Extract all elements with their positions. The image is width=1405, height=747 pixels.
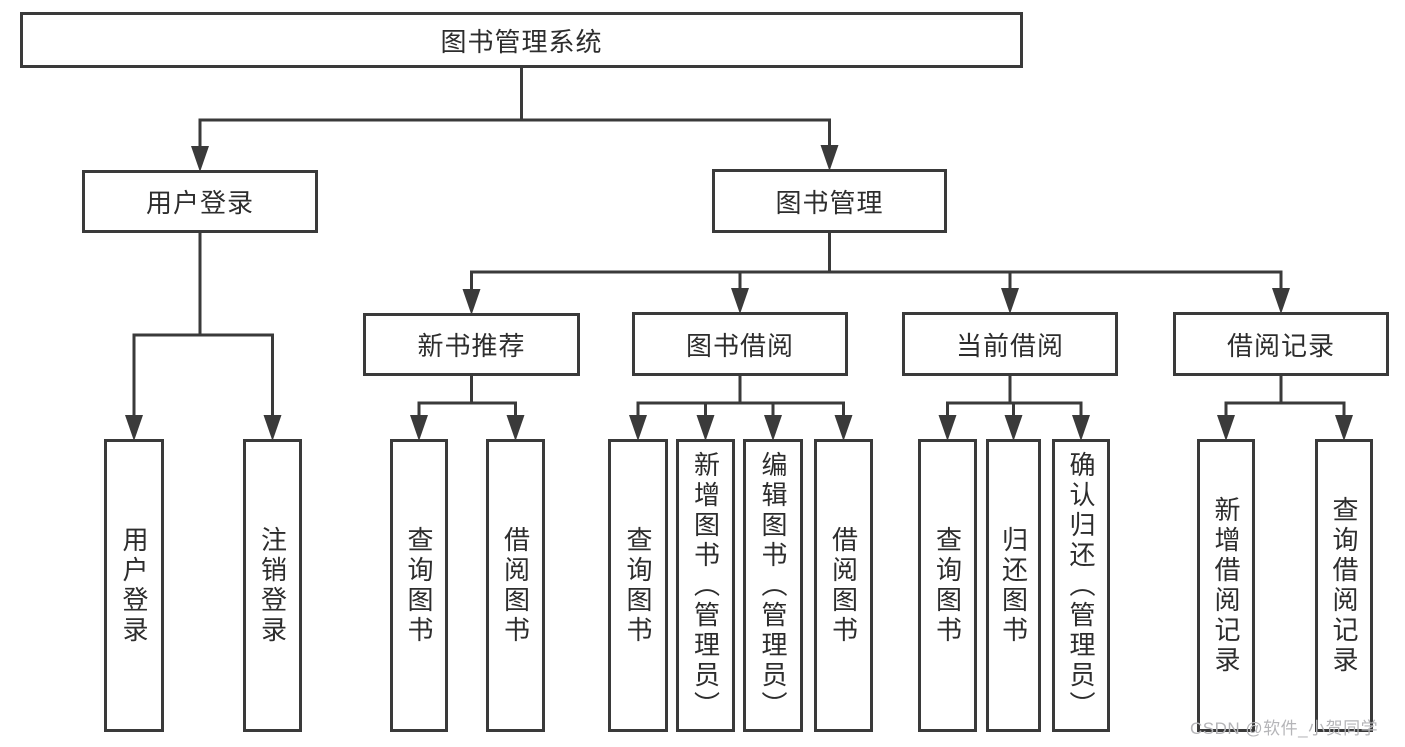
node-label: 借阅图书 [500, 525, 531, 646]
arrowhead-leaf-nr-query [410, 415, 428, 441]
node-leaf-bb-add: 新增图书（管理员） [676, 439, 735, 732]
arrowhead-leaf-ul-logout [263, 415, 282, 441]
node-leaf-br-query: 查询借阅记录 [1315, 439, 1373, 732]
node-leaf-cb-return: 归还图书 [986, 439, 1041, 732]
arrowhead-book-borrow [731, 288, 749, 314]
node-label: 查询图书 [623, 525, 653, 646]
node-label: 注销登录 [257, 525, 288, 646]
node-label: 编辑图书（管理员） [758, 450, 788, 721]
arrowhead-leaf-br-add [1217, 415, 1235, 441]
node-leaf-nr-query: 查询图书 [390, 439, 448, 732]
node-label: 新书推荐 [417, 331, 526, 361]
node-new-book-rec: 新书推荐 [363, 313, 580, 376]
arrowhead-leaf-ul-login [125, 415, 143, 441]
node-label: 归还图书 [998, 525, 1029, 646]
node-current-borrow: 当前借阅 [902, 312, 1118, 376]
node-label: 查询图书 [932, 525, 963, 646]
node-label: 借阅记录 [1226, 330, 1335, 361]
arrowhead-borrow-records [1272, 288, 1290, 314]
node-leaf-cb-query: 查询图书 [918, 439, 977, 732]
node-book-mgmt: 图书管理 [712, 169, 947, 233]
node-user-login: 用户登录 [82, 170, 318, 233]
arrowhead-user-login [191, 146, 209, 172]
node-leaf-nr-borrow: 借阅图书 [486, 439, 545, 732]
node-label: 查询图书 [404, 525, 434, 646]
node-borrow-records: 借阅记录 [1173, 312, 1389, 376]
arrowhead-new-book-rec [462, 289, 481, 315]
arrowhead-leaf-cb-query [938, 415, 957, 441]
arrowhead-leaf-br-query [1335, 415, 1353, 441]
node-label: 用户登录 [119, 525, 149, 646]
node-label: 当前借阅 [955, 330, 1064, 361]
arrowhead-leaf-nr-borrow [506, 415, 525, 441]
arrowhead-leaf-bb-borrow [834, 415, 853, 441]
node-label: 新增图书（管理员） [690, 450, 721, 721]
arrowhead-current-borrow [1001, 288, 1019, 314]
node-book-borrow: 图书借阅 [632, 312, 848, 376]
node-label: 借阅图书 [828, 525, 859, 646]
arrowhead-leaf-cb-confirm [1072, 415, 1090, 441]
node-root: 图书管理系统 [20, 12, 1023, 68]
node-leaf-cb-confirm: 确认归还（管理员） [1052, 439, 1110, 732]
node-leaf-bb-query: 查询图书 [608, 439, 668, 732]
arrowhead-leaf-bb-add [696, 415, 715, 441]
node-leaf-br-add: 新增借阅记录 [1197, 439, 1255, 732]
node-label: 图书管理 [775, 187, 884, 218]
arrowhead-leaf-bb-query [629, 415, 647, 441]
arrowhead-book-mgmt [820, 145, 839, 171]
node-leaf-ul-logout: 注销登录 [243, 439, 302, 732]
node-label: 图书借阅 [685, 330, 794, 361]
node-leaf-bb-borrow: 借阅图书 [814, 439, 873, 732]
arrowhead-leaf-cb-return [1004, 415, 1023, 441]
arrowhead-leaf-bb-edit [764, 415, 782, 441]
node-label: 查询借阅记录 [1329, 495, 1359, 676]
watermark-text: CSDN @软件_小贺同学 [1190, 719, 1379, 738]
node-label: 确认归还（管理员） [1066, 450, 1096, 721]
node-leaf-ul-login: 用户登录 [104, 439, 164, 732]
node-label: 图书管理系统 [440, 26, 603, 57]
node-leaf-bb-edit: 编辑图书（管理员） [743, 439, 803, 732]
node-label: 用户登录 [145, 188, 254, 218]
node-label: 新增借阅记录 [1211, 495, 1241, 676]
